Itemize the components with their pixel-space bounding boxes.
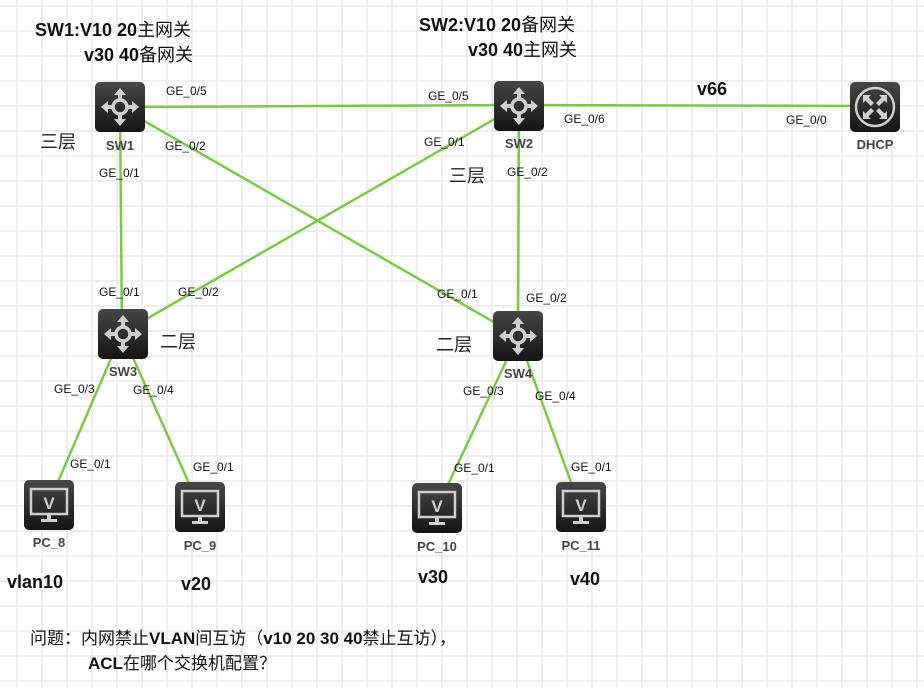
pc9-vlan-note: v20 [181,574,212,594]
pc11-device[interactable]: V [556,482,606,532]
sw2-label: SW2 [504,136,534,151]
sw4-label: SW4 [503,366,533,381]
port-label: GE_0/1 [70,457,111,471]
pc-monitor-icon: V [180,489,220,524]
link-sw3-pc8[interactable] [46,332,124,506]
port-label: GE_0/2 [165,139,206,153]
pc8-device[interactable]: V [24,480,74,530]
pc10-device[interactable]: V [412,483,462,533]
sw1-layer-label: 三层 [40,132,76,153]
link-sw4-pc11[interactable] [516,335,582,508]
router-icon [854,86,896,128]
dhcp-label: DHCP [856,137,894,152]
question-line1: 问题：内网禁止VLAN间互访（v10 20 30 40禁止互访）， [30,629,457,649]
port-label: GE_0/2 [178,285,219,299]
link-sw2-dhcp[interactable] [518,103,876,108]
pc8-vlan-note: vlan10 [7,572,64,592]
pc10-vlan-note: v30 [418,567,449,587]
sw4-layer-label: 二层 [436,335,472,356]
pc-monitor-icon: V [29,487,69,522]
link-sw1-sw2[interactable] [119,103,520,109]
port-label: GE_0/1 [571,460,612,474]
switch-icon [500,87,538,125]
link-sw2-sw4[interactable] [516,104,521,337]
port-label: GE_0/0 [786,113,827,127]
pc10-label: PC_10 [417,539,457,554]
port-label: GE_0/3 [54,382,95,396]
dhcp-device[interactable] [850,82,900,132]
link-sw1-sw3[interactable] [118,106,124,334]
svg-text:V: V [194,496,206,515]
dhcp-vlan-label: v66 [697,79,728,99]
port-label: GE_0/1 [99,285,140,299]
port-label: GE_0/2 [507,165,548,179]
sw3-device[interactable] [98,309,148,359]
port-label: GE_0/4 [133,383,174,397]
pc9-device[interactable]: V [175,482,225,532]
switch-icon [101,88,139,126]
svg-text:V: V [431,497,443,516]
sw2-gateway-note-line2: v30 40主网关 [468,40,578,61]
sw2-gateway-note-line1: SW2:V10 20备网关 [419,15,576,36]
port-label: GE_0/3 [463,384,504,398]
sw1-label: SW1 [105,138,135,153]
sw3-layer-label: 二层 [160,332,196,353]
switch-icon [499,317,537,355]
port-label: GE_0/4 [535,389,576,403]
link-sw3-pc9[interactable] [120,332,202,509]
sw1-gateway-note-line1: SW1:V10 20主网关 [35,20,192,41]
pc-monitor-icon: V [417,490,457,525]
sw3-label: SW3 [108,364,138,379]
link-sw2-sw3[interactable] [121,103,520,335]
port-label: GE_0/1 [424,135,465,149]
port-label: GE_0/1 [99,166,140,180]
port-label: GE_0/2 [526,291,567,305]
port-label: GE_0/5 [166,84,207,98]
port-label: GE_0/1 [437,287,478,301]
svg-text:V: V [43,494,55,513]
port-label: GE_0/1 [454,461,495,475]
pc8-label: PC_8 [32,535,66,550]
link-sw1-sw4[interactable] [119,105,519,338]
sw2-device[interactable] [494,81,544,131]
switch-icon [104,315,142,353]
sw1-gateway-note-line2: v30 40备网关 [84,45,194,66]
pc11-vlan-note: v40 [570,569,601,589]
sw4-device[interactable] [493,311,543,361]
pc-monitor-icon: V [561,489,601,524]
port-label: GE_0/1 [193,460,234,474]
sw1-device[interactable] [95,82,145,132]
pc11-label: PC_11 [561,538,601,553]
port-label: GE_0/5 [428,89,469,103]
question-line2: ACL在哪个交换机配置？ [88,654,276,674]
pc9-label: PC_9 [183,538,217,553]
port-label: GE_0/6 [564,112,605,126]
link-sw4-pc10[interactable] [435,335,520,509]
svg-text:V: V [575,496,587,515]
sw2-layer-label: 三层 [449,166,485,187]
